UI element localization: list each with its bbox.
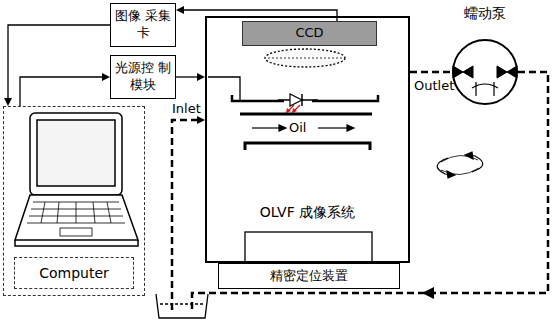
connector-path	[176, 76, 199, 77]
node-label: OLVF 成像系统	[207, 203, 408, 221]
connector-path	[410, 71, 452, 74]
connector-path	[8, 25, 110, 100]
imaging-system-box: OLVF 成像系统 CCD	[205, 16, 410, 263]
wire	[208, 77, 240, 101]
node-label: CCD	[295, 25, 323, 42]
signal-line	[176, 73, 205, 81]
lens-axis	[268, 58, 342, 59]
port-label: Inlet	[172, 101, 201, 118]
arrowhead	[4, 98, 12, 106]
channel-plate	[245, 143, 370, 150]
pump: 蠕动泵	[452, 0, 518, 106]
arrowhead	[197, 116, 205, 124]
connector-path	[20, 77, 104, 106]
node-label: 精密定位装置	[270, 268, 348, 285]
arrowhead	[102, 73, 110, 81]
computer-box: Computer	[3, 106, 145, 296]
node-label: Computer	[14, 257, 134, 289]
fluid-label: Oil	[289, 120, 306, 137]
port-label: Outlet	[414, 78, 454, 95]
connector-path	[192, 72, 548, 310]
laptop-icon	[15, 113, 138, 246]
beaker	[156, 294, 208, 318]
channel-plate	[240, 113, 372, 116]
pump-symbol	[453, 40, 517, 104]
signal-line	[4, 25, 110, 106]
signal-line	[20, 73, 110, 106]
node-label: 蠕动泵	[452, 4, 518, 22]
node-label: 图像 采集卡	[114, 8, 172, 42]
port-label-holder: Inlet	[172, 101, 201, 118]
flow-line	[172, 72, 548, 310]
process-box: 图像 采集卡	[110, 3, 176, 47]
lens	[265, 49, 345, 67]
led-symbol	[278, 92, 318, 113]
arrowhead	[197, 73, 205, 81]
stage	[245, 232, 372, 263]
port-label-holder: Outlet	[414, 78, 454, 95]
arrowhead	[176, 6, 184, 14]
signal-line	[176, 6, 337, 21]
connector-path	[172, 120, 199, 310]
rotation-icon	[437, 152, 483, 178]
fluid-label-holder: Oil	[289, 120, 306, 137]
ccd-box: CCD	[242, 21, 377, 46]
flow-line	[410, 72, 452, 73]
process-box: 光源控 制模块	[110, 55, 176, 99]
node-label: 光源控 制模块	[114, 60, 172, 94]
positioning-box: 精密定位装置	[218, 263, 400, 289]
